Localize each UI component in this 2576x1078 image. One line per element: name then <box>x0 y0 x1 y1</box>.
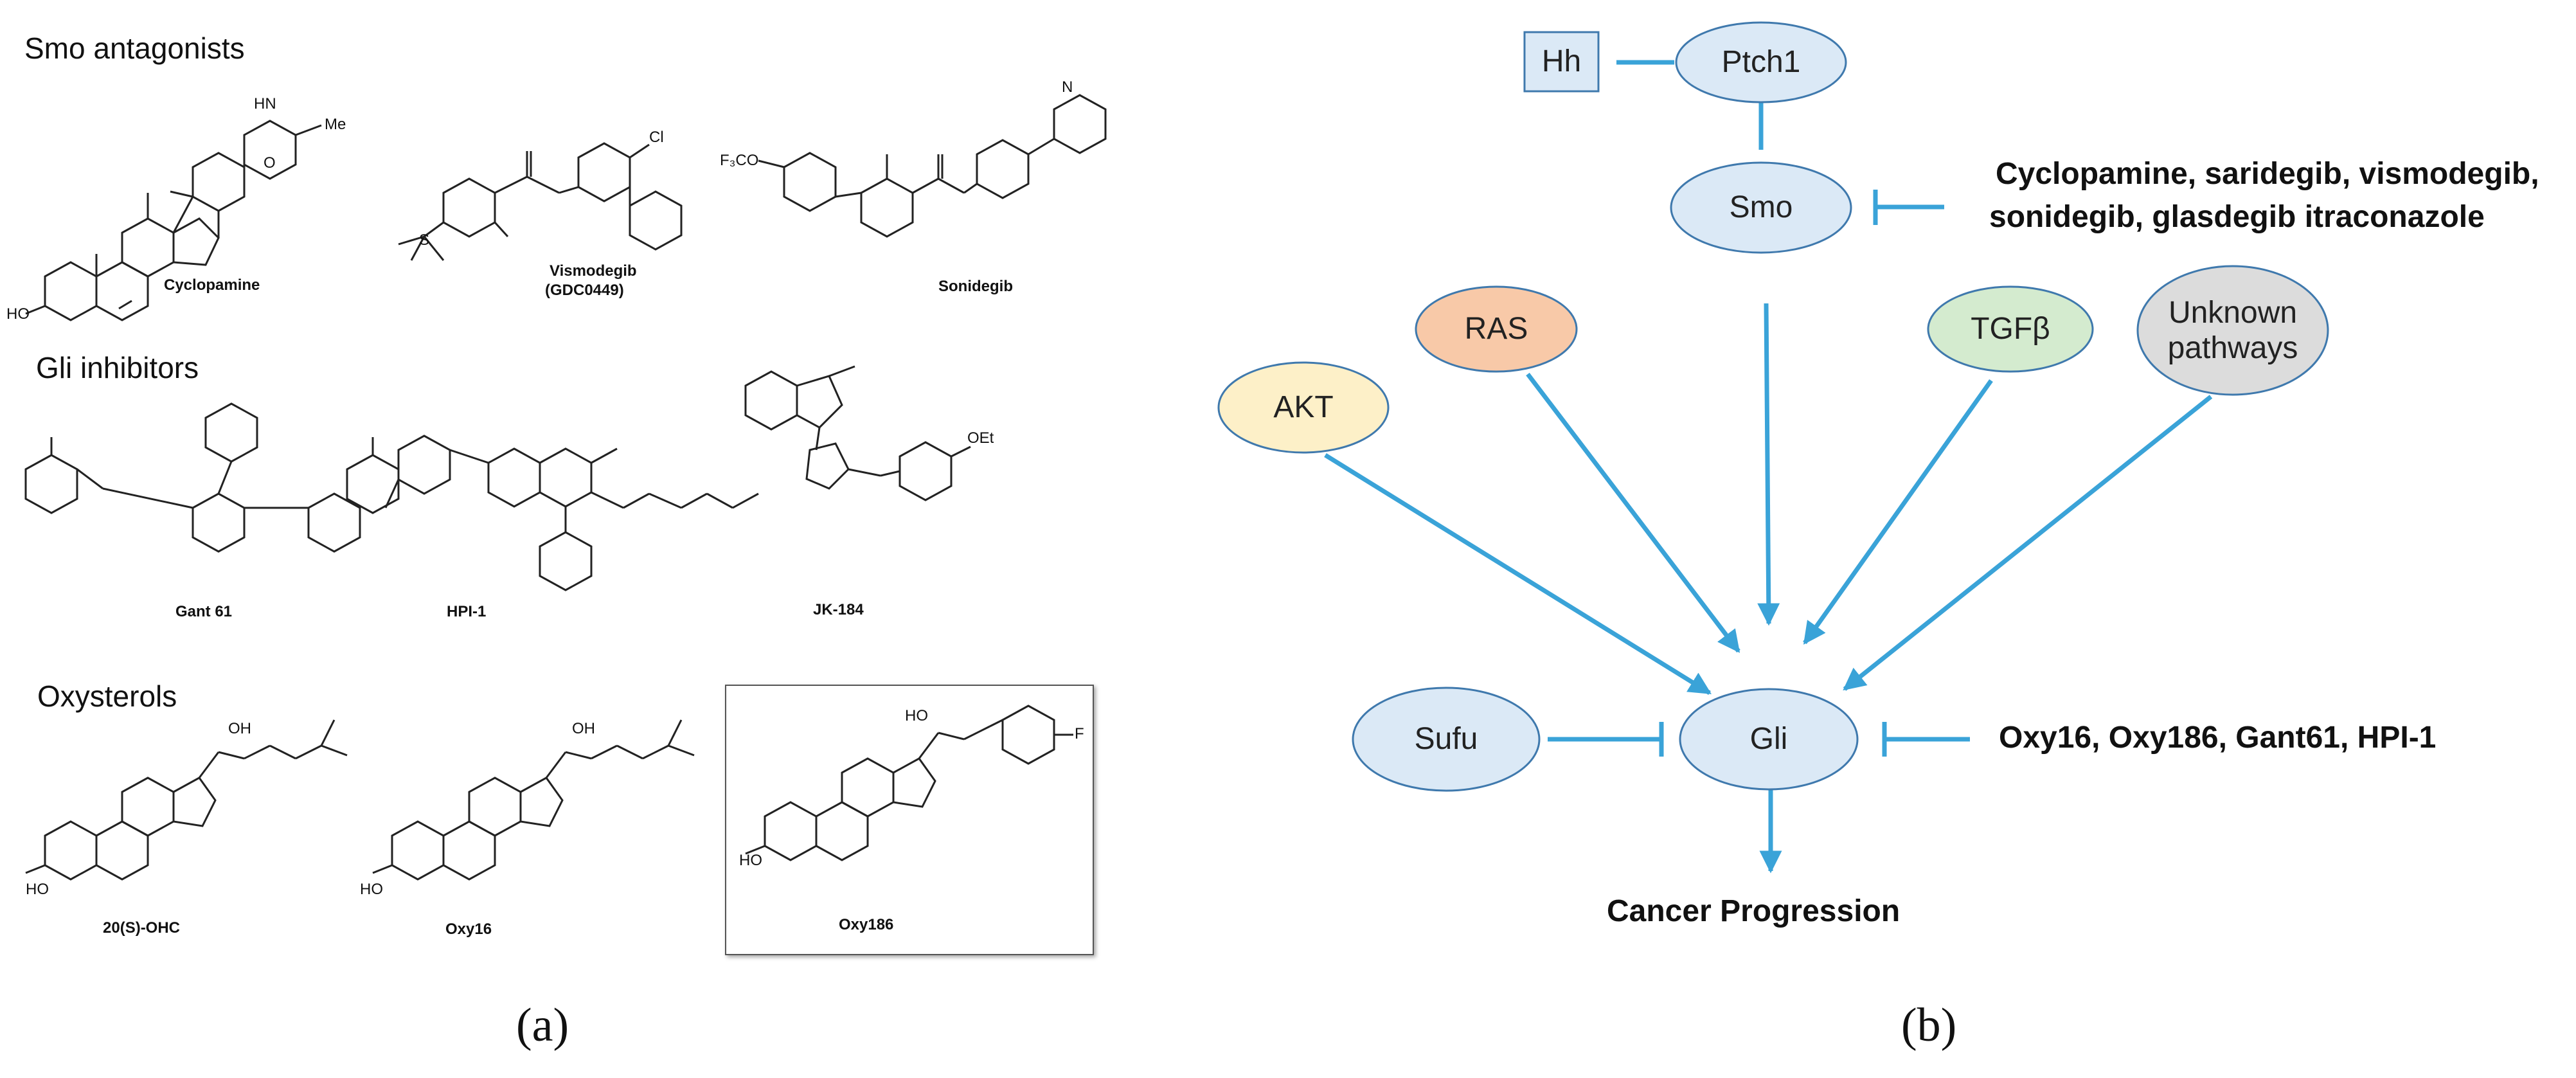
unknown-pathways-node-label: Unknown pathways <box>2138 273 2328 388</box>
atom-label: OH <box>572 720 595 737</box>
atom-label: HO <box>6 305 30 323</box>
cancer-progression-label: Cancer Progression <box>1607 894 1901 928</box>
oxy186-structure <box>745 705 1073 861</box>
ras-node <box>1415 285 1578 373</box>
unknown-pathways-node <box>2136 265 2329 396</box>
gli-node <box>1679 688 1859 791</box>
smo-node <box>1670 161 1852 254</box>
tgfb-gli-arrow <box>1803 379 1993 645</box>
atom-label: Me <box>325 116 346 133</box>
ohc-label: 20(S)-OHC <box>103 919 181 937</box>
gant61-structure <box>24 402 400 553</box>
oxy16-structure <box>372 719 695 881</box>
smo-gli-arrow <box>1757 303 1780 626</box>
smo-antagonists-heading: Smo antagonists <box>24 31 245 65</box>
ptch1-node-label: Ptch1 <box>1721 45 1801 80</box>
oxy186-highlight-box <box>725 685 1094 955</box>
panel-b-label: (b) <box>1901 999 1957 1052</box>
hpi1-structure <box>384 435 759 591</box>
akt-gli-arrow <box>1324 453 1712 695</box>
atom-label: HO <box>360 881 383 898</box>
oxysterols-heading: Oxysterols <box>37 679 177 713</box>
unknown-line-1: Unknown <box>2168 295 2298 330</box>
atom-label: OEt <box>967 429 994 447</box>
atom-label: HO <box>905 707 928 724</box>
sonidegib-structure <box>758 94 1107 238</box>
smo-inhibitors-line-1: Cyclopamine, saridegib, vismodegib, <box>1996 157 2539 191</box>
hpi1-label: HPI-1 <box>447 603 487 620</box>
gli-node-label: Gli <box>1749 722 1788 757</box>
hh-node-label: Hh <box>1541 44 1582 79</box>
ras-gli-arrow <box>1526 372 1740 653</box>
sonidegib-label: Sonidegib <box>938 278 1013 295</box>
vismodegib-code-label: (GDC0449) <box>545 282 624 299</box>
sufu-node <box>1352 687 1541 792</box>
akt-node-label: AKT <box>1273 390 1334 425</box>
ras-node-label: RAS <box>1464 312 1528 346</box>
sufu-node-label: Sufu <box>1414 722 1478 757</box>
atom-label: HN <box>254 95 276 112</box>
akt-node <box>1217 361 1390 454</box>
atom-label: F₃CO <box>720 152 759 169</box>
smo-node-label: Smo <box>1729 190 1793 225</box>
gli-inhibitors-heading: Gli inhibitors <box>36 351 199 384</box>
smo-inhibitors-line-2: sonidegib, glasdegib itraconazole <box>1989 200 2485 234</box>
gant61-label: Gant 61 <box>175 603 233 620</box>
panel-a-label: (a) <box>516 999 569 1052</box>
cyclopamine-label: Cyclopamine <box>164 276 260 294</box>
jk184-label: JK-184 <box>813 601 864 618</box>
atom-label: HO <box>739 852 762 869</box>
gli-inhibitors-text: Oxy16, Oxy186, Gant61, HPI-1 <box>1999 721 2437 755</box>
cyclopamine-structure <box>25 120 322 321</box>
smo-inhibitor-bar <box>1873 190 1944 225</box>
oxy186-label: Oxy186 <box>839 916 894 933</box>
ptch1-node <box>1675 21 1847 103</box>
jk184-structure <box>744 365 971 501</box>
atom-label: O <box>264 154 276 172</box>
unknown-gli-arrow <box>1843 395 2213 691</box>
vismodegib-structure <box>398 142 683 261</box>
tgfb-node-label: TGFβ <box>1971 312 2050 346</box>
unknown-line-2: pathways <box>2167 331 2298 365</box>
atom-label: Cl <box>649 129 664 146</box>
gli-inhibitor-bar <box>1882 722 1970 757</box>
atom-label: F <box>1075 725 1084 742</box>
atom-label: OH <box>228 720 251 737</box>
atom-label: S <box>419 231 430 249</box>
atom-label: N <box>1062 78 1073 96</box>
panel-b-diagram <box>1217 21 2329 874</box>
oxy16-label: Oxy16 <box>445 921 492 938</box>
panel-a-structures <box>24 94 1107 881</box>
vismodegib-label: Vismodegib <box>550 262 637 280</box>
atom-label: HO <box>26 881 49 898</box>
sufu-inhibitor-bar <box>1548 722 1664 757</box>
ohc-structure <box>25 719 348 881</box>
tgfb-node <box>1927 285 2094 373</box>
hh-node <box>1523 31 1600 93</box>
